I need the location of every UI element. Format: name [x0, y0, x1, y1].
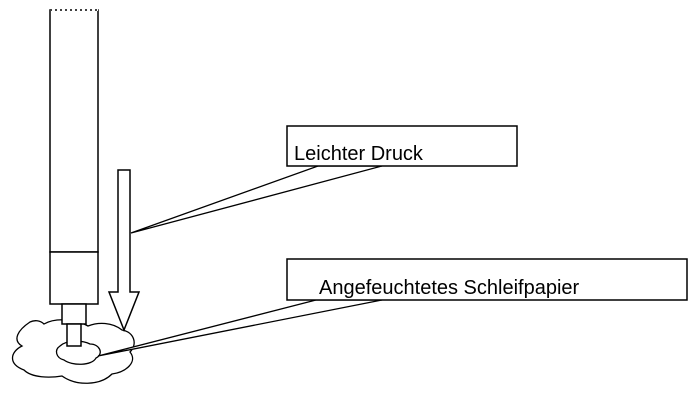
pressure-callout-box: [286, 125, 518, 167]
pressure-callout-pointer: [130, 165, 383, 234]
tool-tip-holder: [61, 303, 87, 325]
tool-body: [49, 9, 99, 253]
pressure-arrow: [107, 169, 141, 333]
tool-tip: [66, 323, 82, 347]
paper-callout-box: [286, 258, 688, 301]
paper-callout-label: Angefeuchtetes Schleifpapier: [319, 277, 580, 299]
pressure-callout-label: Leichter Druck: [294, 143, 424, 165]
paper-callout-pointer: [97, 299, 383, 357]
tool-sleeve: [49, 251, 99, 305]
